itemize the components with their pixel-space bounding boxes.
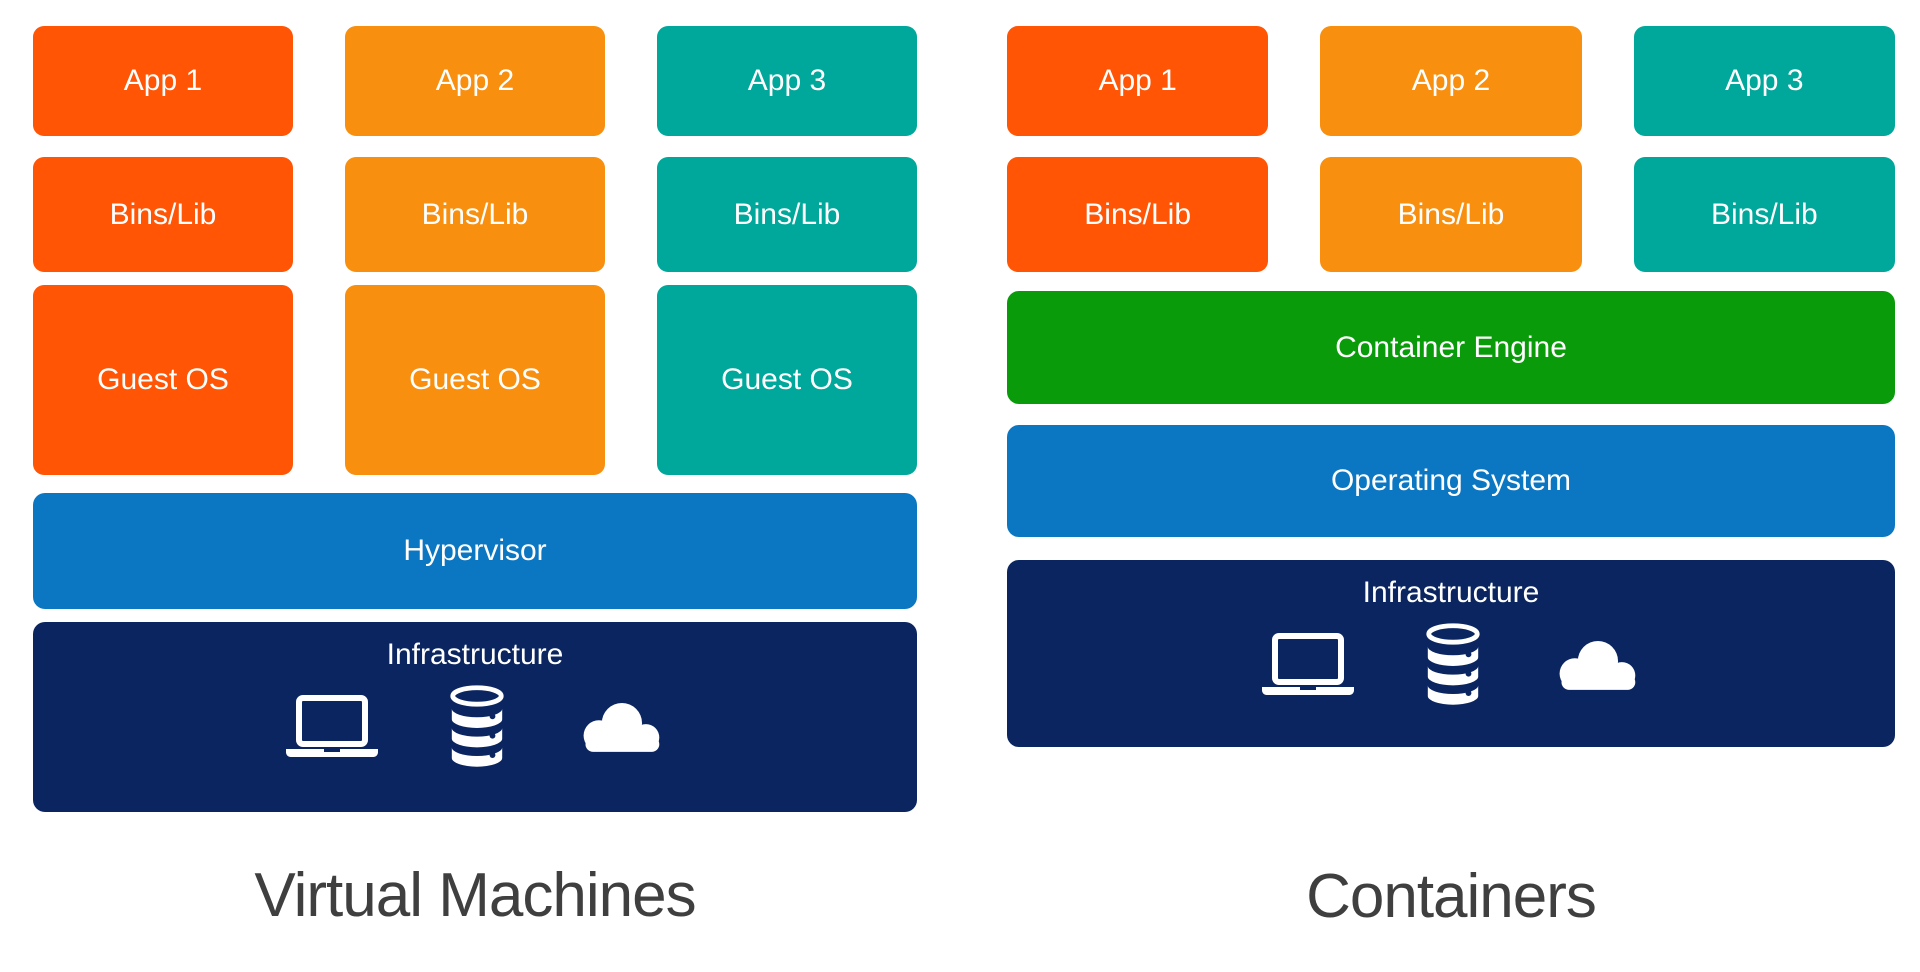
vm-title: Virtual Machines — [254, 861, 696, 930]
hypervisor-bar: Hypervisor — [33, 493, 917, 609]
vm-app-2-box: App 2 — [345, 26, 605, 136]
containers-title: Containers — [1306, 862, 1597, 931]
laptop-icon — [1260, 633, 1356, 695]
vm-infrastructure-icons — [284, 685, 666, 767]
ct-columns: App 1 Bins/Lib App 2 Bins/Lib App 3 Bins… — [1007, 26, 1895, 272]
database-icon — [446, 685, 508, 767]
ct-column-3: App 3 Bins/Lib — [1633, 26, 1895, 272]
ct-binslib-2-box: Bins/Lib — [1320, 157, 1582, 272]
vm-app-3-box: App 3 — [657, 26, 917, 136]
ct-infrastructure-icons — [1260, 623, 1642, 705]
vm-app-1-box: App 1 — [33, 26, 293, 136]
vm-guestos-1-box: Guest OS — [33, 285, 293, 475]
ct-infrastructure-label: Infrastructure — [1362, 576, 1540, 609]
vm-infrastructure-label: Infrastructure — [386, 638, 564, 671]
ct-app-1-box: App 1 — [1007, 26, 1269, 136]
database-icon — [1422, 623, 1484, 705]
operating-system-bar: Operating System — [1007, 425, 1895, 537]
vm-column-1: App 1 Bins/Lib Guest OS — [33, 26, 293, 475]
vm-binslib-3-box: Bins/Lib — [657, 157, 917, 272]
vm-columns: App 1 Bins/Lib Guest OS App 2 Bins/Lib G… — [33, 26, 917, 475]
ct-binslib-1-box: Bins/Lib — [1007, 157, 1269, 272]
laptop-icon — [284, 695, 380, 757]
ct-column-2: App 2 Bins/Lib — [1320, 26, 1582, 272]
ct-binslib-3-box: Bins/Lib — [1633, 157, 1895, 272]
container-engine-bar: Container Engine — [1007, 291, 1895, 404]
vm-binslib-1-box: Bins/Lib — [33, 157, 293, 272]
vm-binslib-2-box: Bins/Lib — [345, 157, 605, 272]
vm-infrastructure-bar: Infrastructure — [33, 622, 917, 812]
ct-app-2-box: App 2 — [1320, 26, 1582, 136]
cloud-icon — [1550, 636, 1642, 692]
vm-column-3: App 3 Bins/Lib Guest OS — [657, 26, 917, 475]
cloud-icon — [574, 698, 666, 754]
vm-guestos-3-box: Guest OS — [657, 285, 917, 475]
ct-column-1: App 1 Bins/Lib — [1007, 26, 1269, 272]
ct-app-3-box: App 3 — [1633, 26, 1895, 136]
virtual-machines-panel: App 1 Bins/Lib Guest OS App 2 Bins/Lib G… — [33, 0, 917, 930]
containers-panel: App 1 Bins/Lib App 2 Bins/Lib App 3 Bins… — [1007, 0, 1895, 931]
vm-column-2: App 2 Bins/Lib Guest OS — [345, 26, 605, 475]
ct-infrastructure-bar: Infrastructure — [1007, 560, 1895, 747]
vm-guestos-2-box: Guest OS — [345, 285, 605, 475]
